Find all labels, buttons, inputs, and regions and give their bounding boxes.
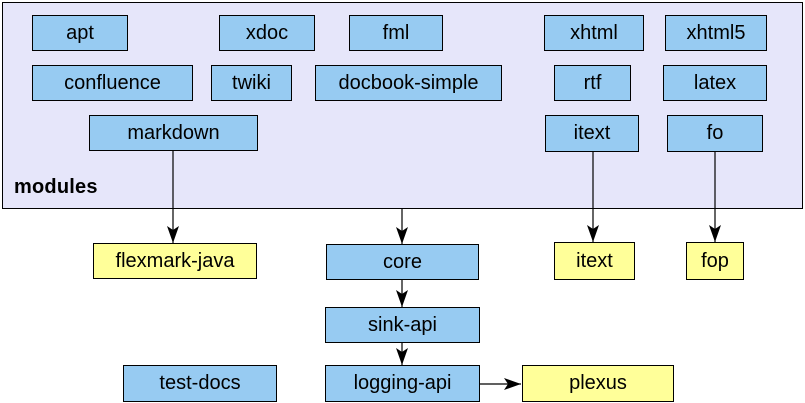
arrowhead-logging-api-to-plexus: [504, 378, 521, 390]
edge-logging-api-to-plexus: [480, 378, 521, 390]
arrowhead-core-to-sink-api: [396, 290, 408, 307]
node-fo: fo: [667, 115, 763, 152]
node-itext-lib: itext: [554, 242, 635, 280]
node-apt: apt: [32, 15, 128, 51]
node-plexus: plexus: [522, 365, 674, 402]
node-xdoc: xdoc: [219, 15, 315, 51]
edge-core-to-sink-api: [396, 280, 408, 307]
arrowhead-itext-module-to-itext-lib: [587, 225, 599, 242]
node-itext-module: itext: [545, 115, 639, 152]
arrowhead-markdown-to-flexmark-java: [167, 226, 179, 243]
node-fml: fml: [349, 15, 443, 51]
arrowhead-sink-api-to-logging-api: [396, 348, 408, 365]
node-fop: fop: [686, 242, 744, 280]
node-flexmark-java: flexmark-java: [93, 243, 257, 279]
node-xhtml5: xhtml5: [665, 15, 767, 51]
node-markdown: markdown: [89, 115, 258, 151]
arrowhead-fo-to-fop: [709, 225, 721, 242]
node-test-docs: test-docs: [123, 365, 277, 402]
node-latex: latex: [663, 65, 767, 101]
node-twiki: twiki: [211, 65, 292, 101]
edge-modules-to-core: [396, 209, 408, 244]
node-xhtml: xhtml: [544, 15, 644, 51]
modules-cluster-label: modules: [14, 176, 98, 198]
node-rtf: rtf: [554, 65, 631, 101]
node-sink-api: sink-api: [325, 307, 480, 343]
node-docbook-simple: docbook-simple: [315, 65, 502, 101]
node-confluence: confluence: [32, 65, 193, 101]
node-core: core: [326, 244, 479, 280]
arrowhead-modules-to-core: [396, 227, 408, 244]
node-logging-api: logging-api: [325, 365, 480, 402]
edge-sink-api-to-logging-api: [396, 343, 408, 365]
